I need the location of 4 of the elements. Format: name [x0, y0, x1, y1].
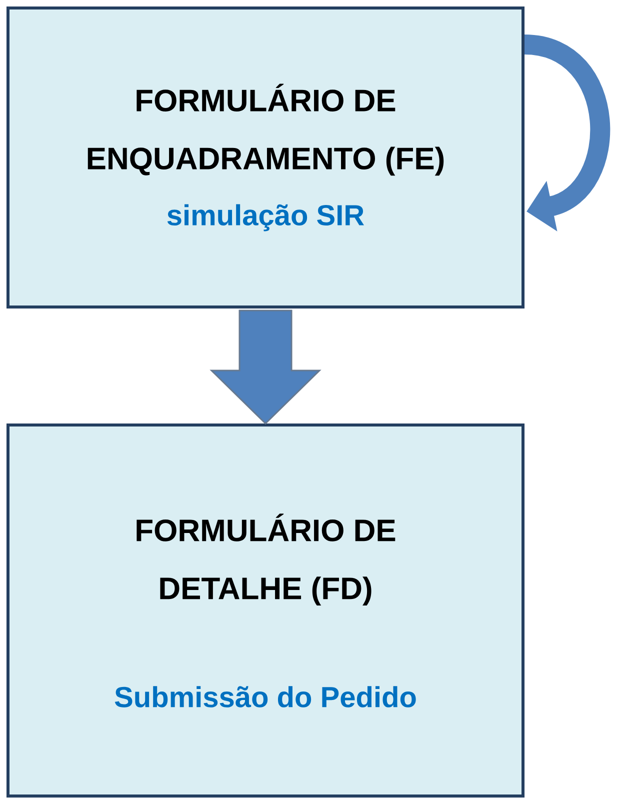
process-box: FORMULÁRIO DE ENQUADRAMENTO (FE) simulação SIR [6, 6, 524, 308]
process-box: FORMULÁRIO DE DETALHE (FD) Submissão do Pedido [6, 424, 524, 798]
block-arrow [523, 34, 610, 232]
block-arrow [210, 310, 322, 425]
